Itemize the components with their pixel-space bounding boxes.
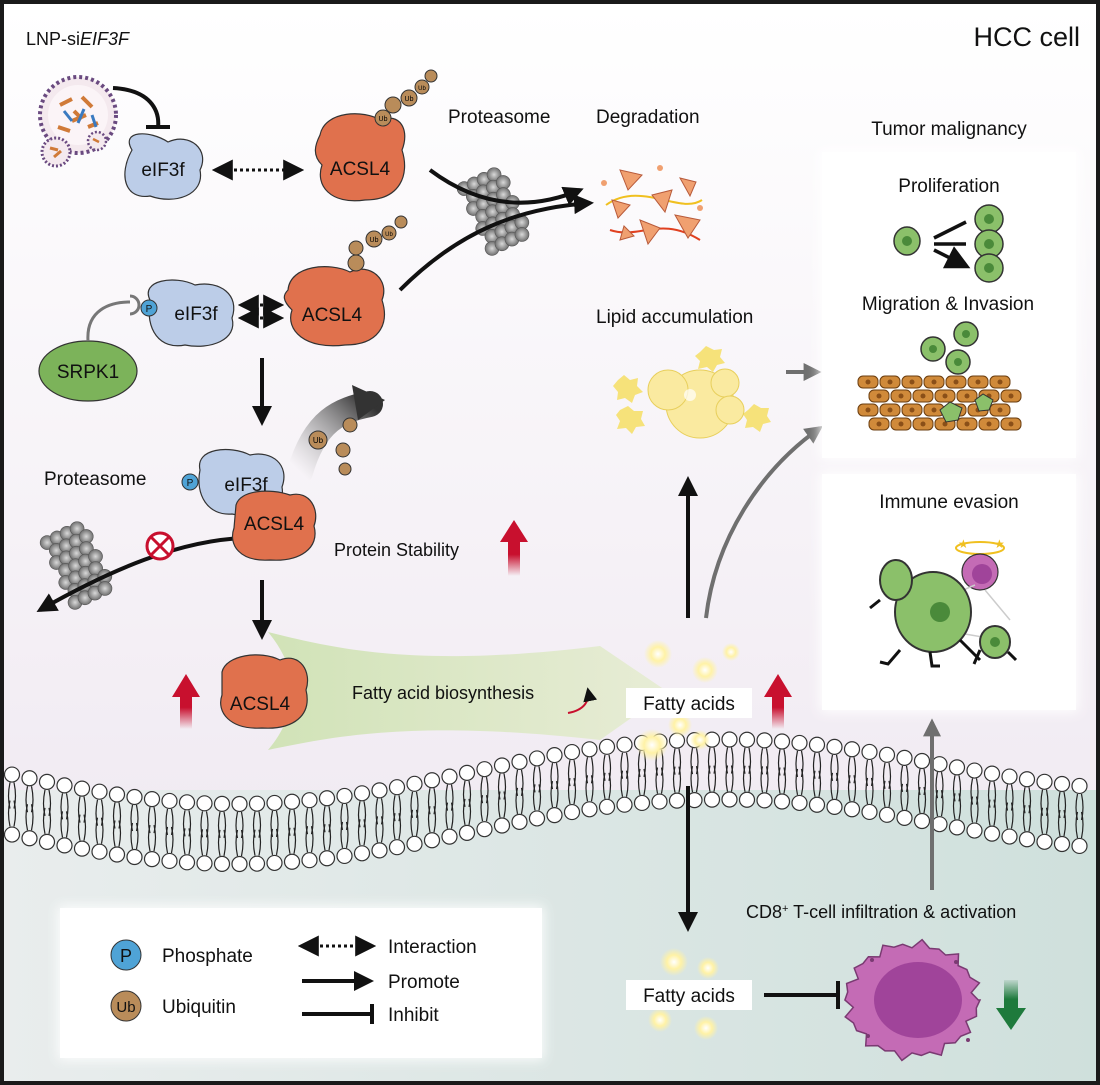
biosynthesis-fan	[268, 632, 668, 750]
srpk1-tether	[86, 300, 131, 342]
svg-text:P: P	[120, 946, 132, 966]
ub-free: Ub	[308, 417, 358, 476]
svg-text:Ub: Ub	[405, 96, 414, 103]
svg-text:P: P	[187, 478, 194, 489]
tcell-down-arrow	[996, 980, 1026, 1030]
svg-text:Ub: Ub	[418, 86, 426, 92]
lipid-accumulation-label: Lipid accumulation	[596, 307, 753, 328]
blocked-degradation-arrow	[36, 536, 246, 612]
legend-promote: Promote	[302, 971, 460, 993]
acsl4-bottom-label: ACSL4	[244, 514, 305, 535]
proliferation-label: Proliferation	[898, 176, 999, 197]
protein-stability-label: Protein Stability	[334, 540, 459, 560]
migration-icon	[857, 321, 1022, 431]
fatty-acids-out-label: Fatty acids	[643, 986, 735, 1007]
fatty-acid-droplets	[636, 640, 740, 761]
fatty-acid-biosynthesis-label: Fatty acid biosynthesis	[352, 683, 534, 703]
svg-text:Ub: Ub	[313, 436, 324, 445]
svg-text:Ub: Ub	[385, 232, 393, 238]
acsl4-top-label: ACSL4	[330, 159, 391, 180]
acsl4-up-arrow	[172, 674, 200, 729]
degraded-fragments	[601, 165, 703, 246]
svg-text:★: ★	[958, 537, 969, 551]
fatty-acids-out-droplets	[648, 948, 719, 1040]
ub-chain-middle: Ub Ub	[347, 215, 408, 272]
to-malignancy-arrow	[704, 425, 823, 619]
acsl4-product: ACSL4	[220, 654, 309, 729]
svg-text:Ub: Ub	[379, 116, 388, 123]
immune-evasion-label: Immune evasion	[879, 492, 1018, 513]
lipid-droplets	[613, 346, 771, 439]
legend-interaction-label: Interaction	[388, 937, 477, 958]
ub-chain-top: Ub Ub Ub	[374, 69, 438, 127]
degradation-label: Degradation	[596, 107, 700, 128]
legend-interaction: Interaction	[297, 935, 477, 958]
fatty-acids-out-box	[626, 980, 752, 1010]
svg-text:Ub: Ub	[116, 999, 135, 1016]
cell-membrane	[3, 731, 1088, 873]
migration-label: Migration & Invasion	[862, 294, 1034, 315]
degradation-arrow-1	[428, 168, 584, 206]
acsl4-top: ACSL4	[314, 113, 406, 202]
proteasome-bottom	[39, 521, 113, 610]
phosphate-middle: P	[140, 299, 158, 317]
proliferation-icon	[893, 204, 1004, 282]
svg-text:P: P	[146, 304, 153, 315]
fatty-acids-up-arrow	[764, 674, 792, 729]
svg-text:Ub: Ub	[370, 237, 379, 244]
eif3f-bottom-label: eIF3f	[224, 475, 268, 496]
lnp-inhibit-arrow	[112, 86, 161, 129]
immune-evasion-icon: ★ ★	[869, 537, 1018, 668]
eif3f-top: eIF3f	[124, 133, 204, 200]
proteasome-label-top: Proteasome	[448, 107, 550, 128]
cd8-label: CD8+ T-cell infiltration & activation	[746, 902, 1016, 922]
legend-ubiquitin-label: Ubiquitin	[162, 997, 236, 1018]
acsl4-bottom: ACSL4	[232, 490, 317, 561]
blocked-icon	[145, 531, 175, 561]
acsl4-product-label: ACSL4	[230, 694, 291, 715]
stability-up-arrow	[500, 520, 528, 576]
biosynthesis-curl	[567, 687, 598, 714]
srpk1-label: SRPK1	[57, 362, 119, 383]
legend-phosphate: P Phosphate	[110, 939, 253, 971]
degradation-arrow-2	[398, 194, 594, 292]
phosphate-bottom: P	[181, 473, 199, 491]
legend-inhibit: Inhibit	[302, 1004, 439, 1026]
legend-promote-label: Promote	[388, 972, 460, 993]
tumor-malignancy-label: Tumor malignancy	[871, 119, 1027, 140]
lnp-sieif3f-label: LNP-siEIF3F	[26, 29, 130, 49]
fatty-acids-box	[626, 688, 752, 718]
legend-ubiquitin: Ub Ubiquitin	[110, 990, 236, 1022]
acsl4-middle: ACSL4	[283, 266, 385, 347]
hcc-cell-label: HCC cell	[973, 22, 1080, 52]
eif3f-middle: eIF3f	[147, 279, 235, 347]
eif3f-top-label: eIF3f	[141, 160, 185, 181]
legend-inhibit-label: Inhibit	[388, 1005, 439, 1026]
srpk1: SRPK1	[38, 340, 138, 402]
proteasome-label-bottom: Proteasome	[44, 469, 146, 490]
fatty-acids-label: Fatty acids	[643, 694, 735, 715]
cd8-tcell	[844, 938, 982, 1062]
legend-phosphate-label: Phosphate	[162, 946, 253, 967]
svg-text:★: ★	[994, 537, 1005, 551]
lnp-particles	[38, 75, 118, 168]
eif3f-middle-label: eIF3f	[174, 304, 218, 325]
acsl4-middle-label: ACSL4	[302, 305, 363, 326]
